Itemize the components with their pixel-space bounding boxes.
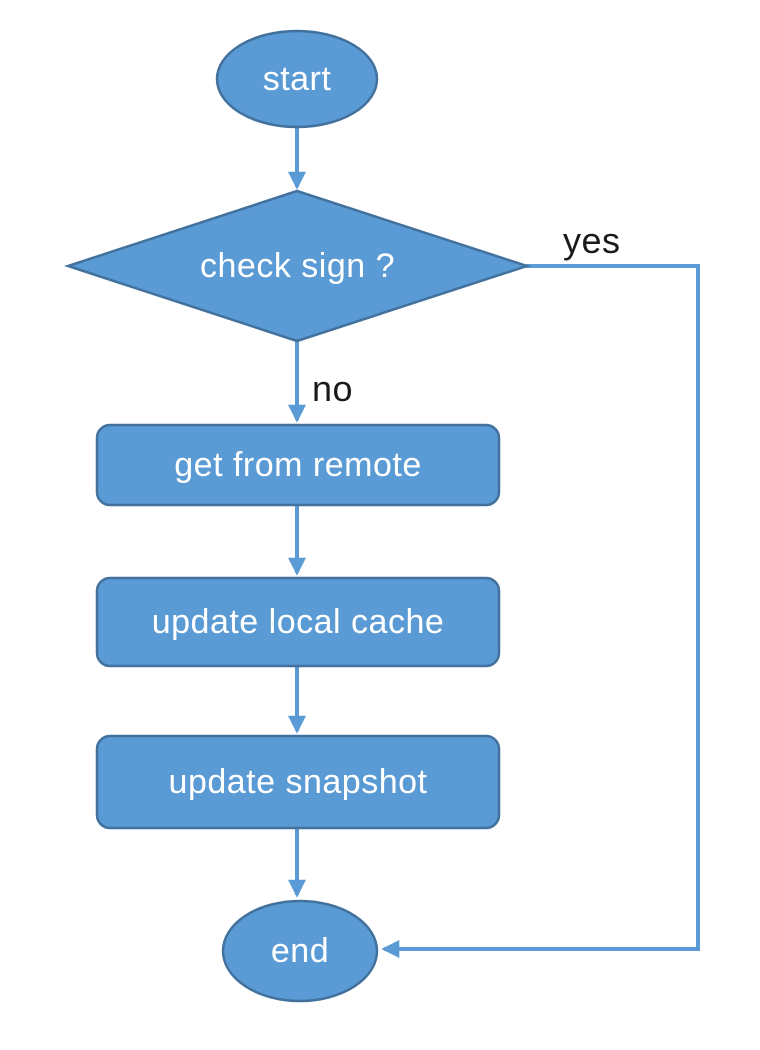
edge-decision-yes-to-end [381,264,700,958]
start-node-shape [215,29,379,129]
step2-node-shape [95,576,501,668]
end-node-shape [221,899,379,1003]
step1-node-shape [95,423,501,507]
decision-node-shape [63,189,532,343]
step3-node-shape [95,734,501,830]
